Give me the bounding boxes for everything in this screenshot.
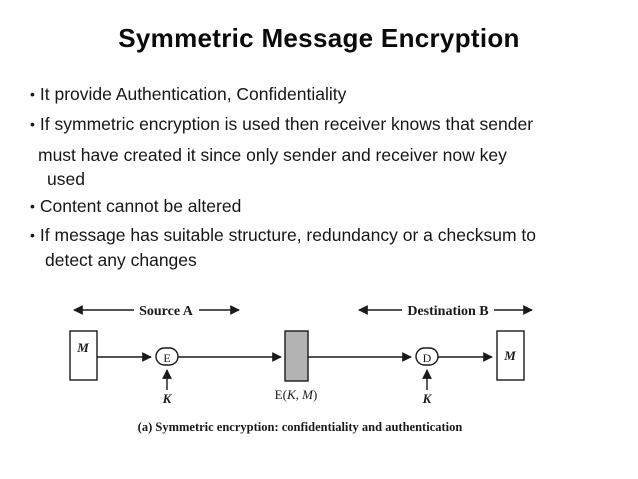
key-label-right: K xyxy=(422,391,433,406)
key-label-left: K xyxy=(162,391,173,406)
ciphertext-label-sep: , xyxy=(296,387,303,402)
bullet-continuation: detect any changes xyxy=(45,250,197,270)
ciphertext-label-m: M xyxy=(301,387,314,402)
bullet-text: used xyxy=(47,169,85,189)
ciphertext-label-prefix: E( xyxy=(275,387,287,402)
bullet-item: •If symmetric encryption is used then re… xyxy=(30,114,533,135)
bullet-text: Content cannot be altered xyxy=(39,196,242,216)
message-box-left xyxy=(69,330,98,381)
bullet-icon: • xyxy=(30,86,35,102)
encryption-diagram: Source A Destination B M E K E(K, M) D K xyxy=(69,304,533,434)
message-box-right xyxy=(496,330,525,381)
bullet-item: •If message has suitable structure, redu… xyxy=(30,225,536,246)
ciphertext-label: E(K, M) xyxy=(275,387,318,402)
bullet-text: detect any changes xyxy=(45,250,197,270)
ciphertext-label-suffix: ) xyxy=(313,387,317,402)
bullet-text: If symmetric encryption is used then rec… xyxy=(39,114,534,134)
bullet-icon: • xyxy=(30,198,35,214)
bullet-text: must have created it since only sender a… xyxy=(38,145,507,165)
bullet-continuation: must have created it since only sender a… xyxy=(38,145,507,165)
message-label-right: M xyxy=(503,348,516,363)
destination-b-label: Destination B xyxy=(407,304,488,319)
bullet-item: •Content cannot be altered xyxy=(30,196,241,217)
bullet-icon: • xyxy=(30,227,35,243)
bullet-continuation: used xyxy=(47,169,85,189)
slide-title: Symmetric Message Encryption xyxy=(118,23,520,53)
figure-caption: (a) Symmetric encryption: confidentialit… xyxy=(138,420,463,434)
ciphertext-label-k: K xyxy=(286,387,297,402)
ciphertext-box xyxy=(284,330,309,382)
decrypt-node-label: D xyxy=(423,351,432,365)
encrypt-node-label: E xyxy=(163,351,170,365)
bullet-text: If message has suitable structure, redun… xyxy=(39,225,536,245)
bullet-item: •It provide Authentication, Confidential… xyxy=(30,84,346,105)
bullet-text: It provide Authentication, Confidentiali… xyxy=(39,84,347,104)
message-label-left: M xyxy=(76,340,89,355)
bullet-icon: • xyxy=(30,116,35,132)
source-a-label: Source A xyxy=(139,304,194,319)
